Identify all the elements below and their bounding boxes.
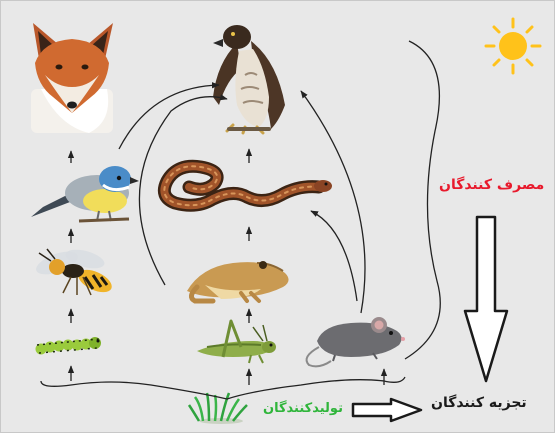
- grasshopper-icon: [197, 321, 276, 363]
- producers-label: تولیدکنندگان: [263, 401, 343, 416]
- snake-icon: [164, 166, 332, 205]
- eagle-icon: [213, 25, 285, 133]
- wasp-icon: [33, 246, 115, 297]
- consumers-label: مصرف کنندگان: [439, 177, 544, 193]
- bird-icon: [27, 166, 139, 221]
- mouse-icon: [307, 317, 405, 366]
- arrow-producers-to-decomposers: [353, 399, 421, 421]
- frog-icon: [187, 261, 289, 301]
- fox-icon: [31, 23, 113, 133]
- decomposers-label: تجزیه کنندگان: [431, 395, 527, 411]
- sun-icon: [486, 19, 540, 73]
- arrow-consumers-to-decomposers: [465, 217, 507, 381]
- caterpillar-icon: [36, 337, 102, 355]
